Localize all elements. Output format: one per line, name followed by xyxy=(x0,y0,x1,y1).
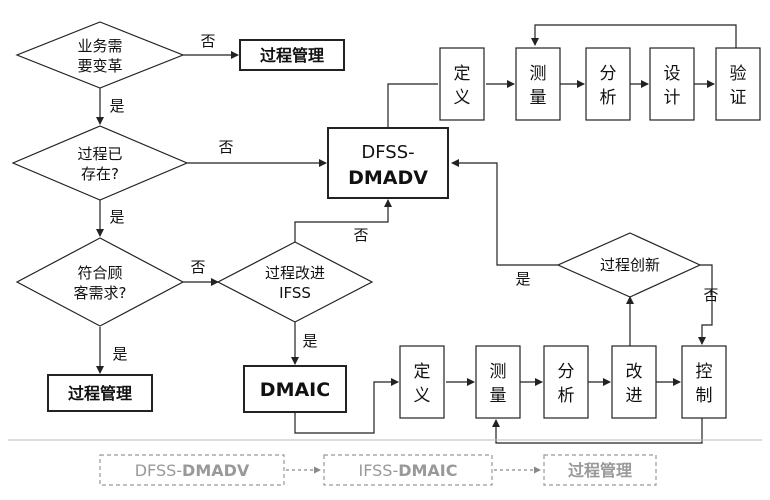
decision-text-line1: 业务需 xyxy=(77,37,122,55)
step-char: 分 xyxy=(558,362,575,382)
label-no: 否 xyxy=(353,226,368,244)
step-char: 分 xyxy=(600,64,617,84)
label-yes: 是 xyxy=(109,97,124,115)
decision-ifss: 过程改进 IFSS xyxy=(216,241,374,323)
step-char: 设 xyxy=(664,64,681,84)
step-char: 测 xyxy=(490,362,507,382)
legend-text-normal: IFSS- xyxy=(358,461,398,480)
step-char: 制 xyxy=(696,386,713,406)
svg-text:DFSS-DMADV: DFSS-DMADV xyxy=(135,461,250,480)
step-char: 析 xyxy=(600,88,617,108)
label-no: 否 xyxy=(218,138,233,156)
box-label: 过程管理 xyxy=(68,384,132,403)
branch-labels: 否 是 否 是 否 否 是 是 是 否 xyxy=(109,32,718,363)
step-char: 测 xyxy=(530,64,547,84)
step-char: 析 xyxy=(558,386,575,406)
dmaic-step-4: 改进 xyxy=(611,345,657,419)
label-no: 否 xyxy=(200,32,215,50)
step-char: 进 xyxy=(626,386,643,406)
label-yes: 是 xyxy=(109,208,124,226)
legend: DFSS-DMADV IFSS-DMAIC 过程管理 xyxy=(99,454,657,486)
box-label: DMAIC xyxy=(260,379,330,401)
label-yes: 是 xyxy=(112,345,127,363)
decision-text-line2: 客需求? xyxy=(74,284,127,302)
dmadv-step-1: 定义 xyxy=(439,47,485,121)
decision-text-line2: 存在? xyxy=(81,165,119,183)
box-label: 过程管理 xyxy=(260,46,324,65)
step-char: 量 xyxy=(530,88,547,108)
decision-process-exists: 过程已 存在? xyxy=(11,125,189,201)
step-char: 计 xyxy=(664,88,681,108)
dmaic-step-1: 定义 xyxy=(399,345,445,419)
decision-business-change: 业务需 要变革 xyxy=(15,21,185,89)
legend-text-bold: 过程管理 xyxy=(568,461,632,480)
step-char: 定 xyxy=(414,362,431,382)
decision-text-line2: 要变革 xyxy=(77,57,122,75)
step-char: 义 xyxy=(414,386,431,406)
legend-text-normal: DFSS- xyxy=(135,461,182,480)
dmaic-step-3: 分析 xyxy=(543,345,589,419)
step-char: 义 xyxy=(454,88,471,108)
step-char: 验 xyxy=(730,64,747,84)
dmadv-step-2: 测量 xyxy=(515,47,561,121)
label-yes: 是 xyxy=(302,332,317,350)
label-no: 否 xyxy=(190,258,205,276)
step-char: 证 xyxy=(730,88,747,108)
decision-text-line1: 过程已 xyxy=(77,145,122,163)
box-label-line1: DFSS- xyxy=(361,142,414,163)
step-char: 量 xyxy=(490,386,507,406)
decision-meets-customer: 符合顾 客需求? xyxy=(15,237,185,327)
box-dfss-dmadv: DFSS- DMADV xyxy=(327,127,449,199)
step-char: 改 xyxy=(626,362,643,382)
legend-text-bold: DMADV xyxy=(182,461,250,480)
svg-text:IFSS-DMAIC: IFSS-DMAIC xyxy=(358,461,457,480)
box-dmaic: DMAIC xyxy=(243,365,347,413)
legend-item-process-management: 过程管理 xyxy=(543,454,657,486)
step-char: 定 xyxy=(454,64,471,84)
dmadv-step-5: 验证 xyxy=(715,47,761,121)
dmaic-step-5: 控制 xyxy=(681,345,727,419)
dmaic-step-2: 测量 xyxy=(475,345,521,419)
decision-text-line1: 符合顾 xyxy=(77,264,122,282)
legend-text-bold: DMAIC xyxy=(398,461,457,480)
decision-process-innovation: 过程创新 xyxy=(556,232,702,298)
decision-text-line2: IFSS xyxy=(279,284,311,302)
box-process-management-bottom: 过程管理 xyxy=(47,374,153,412)
decision-text: 过程创新 xyxy=(600,256,660,274)
label-no: 否 xyxy=(703,286,718,304)
dmadv-step-4: 设计 xyxy=(649,47,695,121)
box-label-line2: DMADV xyxy=(348,167,428,189)
legend-item-dfss-dmadv: DFSS-DMADV xyxy=(99,454,285,486)
decision-text-line1: 过程改进 xyxy=(265,264,325,282)
step-char: 控 xyxy=(696,362,713,382)
dmadv-step-3: 分析 xyxy=(585,47,631,121)
connectors xyxy=(96,24,737,444)
box-process-management-top: 过程管理 xyxy=(239,39,345,71)
label-yes: 是 xyxy=(515,270,530,288)
legend-item-ifss-dmaic: IFSS-DMAIC xyxy=(323,454,493,486)
